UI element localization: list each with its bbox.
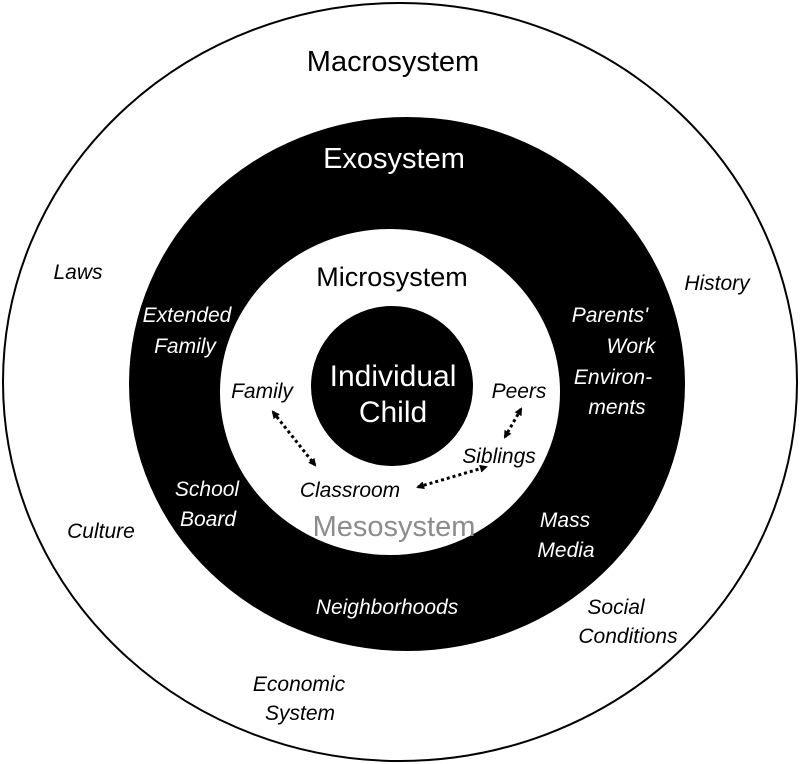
macrosystem-title: Macrosystem (307, 46, 479, 78)
individual-child-label-line1: Individual (330, 360, 457, 393)
exo-item-parents-line2: Work (607, 335, 657, 358)
macro-item-social-line2: Conditions (578, 625, 678, 648)
exosystem-title: Exosystem (323, 143, 465, 175)
exo-item-extended-line1: Extended (143, 304, 233, 327)
exo-item-mass-line2: Media (537, 539, 594, 562)
micro-item-family: Family (231, 380, 294, 403)
exo-item-mass-line1: Mass (540, 509, 591, 532)
exo-item-neighborhoods: Neighborhoods (316, 596, 459, 619)
family-classroom-arrow (271, 410, 317, 467)
mesosystem-title: Mesosystem (313, 511, 476, 543)
exo-item-parents-line1: Parents' (572, 304, 649, 327)
micro-item-classroom: Classroom (300, 479, 400, 502)
exo-item-parents-line4: ments (588, 396, 646, 419)
macro-item-history: History (684, 272, 751, 295)
macro-item-culture: Culture (67, 520, 135, 543)
microsystem-title: Microsystem (316, 262, 468, 292)
micro-item-siblings: Siblings (462, 445, 536, 468)
macro-item-economic-line1: Economic (253, 673, 346, 696)
macro-item-laws: Laws (53, 261, 103, 284)
macro-item-economic-line2: System (265, 702, 335, 725)
exo-item-school-line1: School (175, 478, 241, 501)
micro-item-peers: Peers (492, 380, 547, 403)
exo-item-extended-line2: Family (154, 335, 217, 358)
macro-item-social-line1: Social (587, 596, 646, 619)
exo-item-school-line2: Board (180, 508, 237, 531)
individual-child-circle (311, 306, 473, 466)
individual-child-label-line2: Child (359, 396, 427, 429)
exo-item-parents-line3: Environ- (574, 366, 652, 389)
peers-siblings-arrow (503, 407, 523, 439)
